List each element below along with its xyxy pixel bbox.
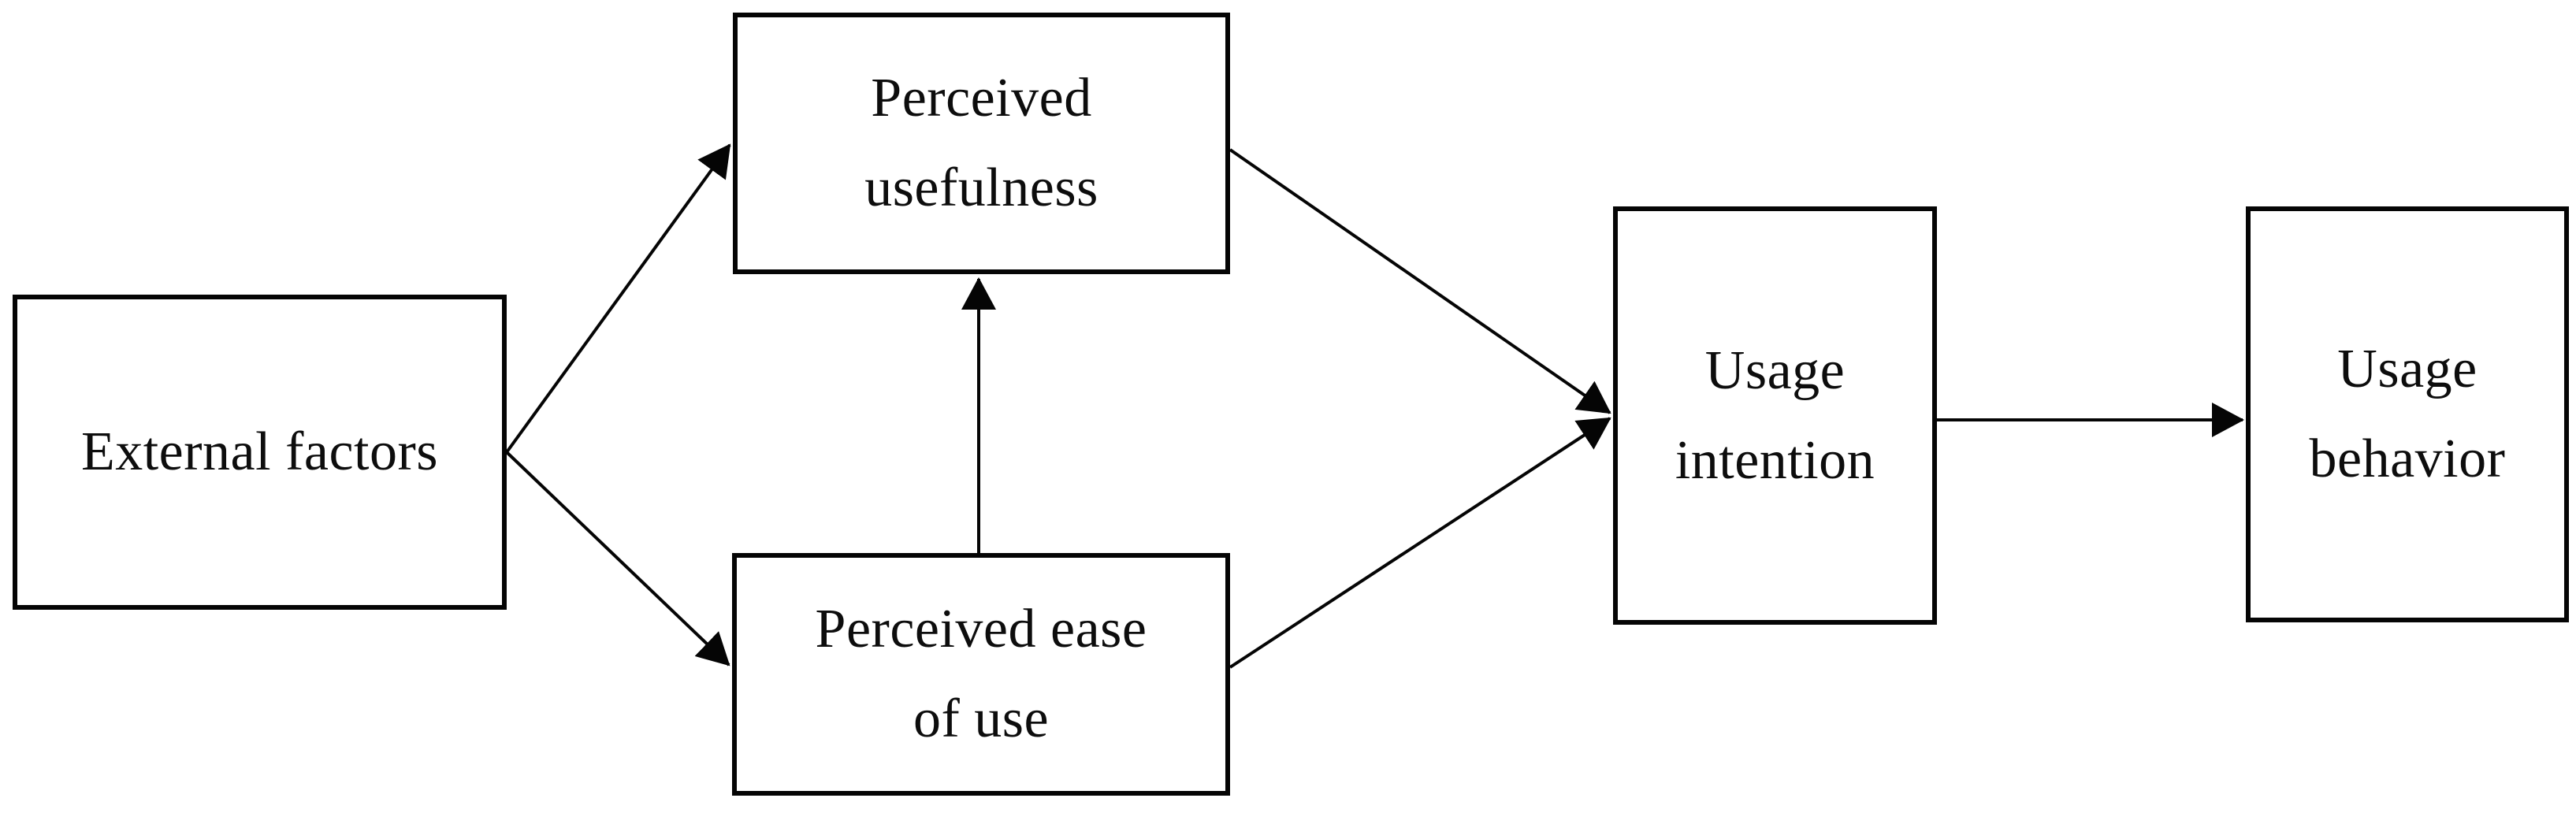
node-perceived-ease-of-use: Perceived ease of use xyxy=(732,553,1230,796)
node-perceived-usefulness: Perceived usefulness xyxy=(733,13,1230,274)
node-label-line: Usage xyxy=(2337,339,2477,399)
node-external-factors: External factors xyxy=(13,295,507,610)
node-usage-behavior: Usage behavior xyxy=(2246,206,2569,622)
node-label-line: External factors xyxy=(80,421,439,482)
node-label-line: Perceived xyxy=(871,68,1092,128)
node-label-line: usefulness xyxy=(864,158,1098,218)
node-label-line: intention xyxy=(1675,429,1875,491)
node-label-line: Perceived ease xyxy=(815,599,1147,659)
node-label-line: of use xyxy=(913,689,1050,749)
node-usage-intention: Usage intention xyxy=(1613,206,1937,625)
node-label-line: Usage xyxy=(1704,340,1846,401)
node-label-line: behavior xyxy=(2309,429,2506,489)
